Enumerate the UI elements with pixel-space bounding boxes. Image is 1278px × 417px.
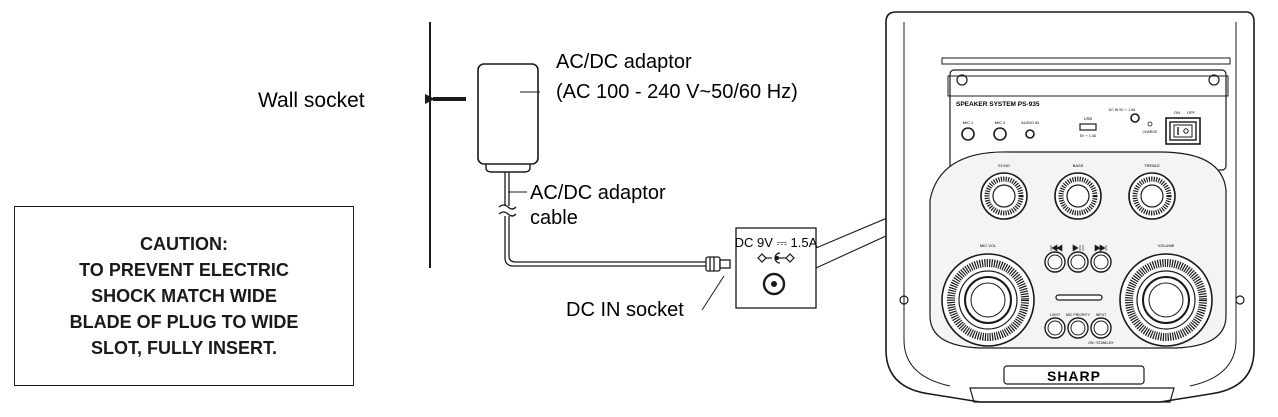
cable-label-line2: cable bbox=[530, 207, 578, 229]
caution-line: SLOT, FULLY INSERT. bbox=[90, 338, 278, 358]
usb-label: USB bbox=[1084, 116, 1093, 121]
treble-label: TREBLE bbox=[1144, 163, 1160, 168]
dc-in-jack bbox=[1130, 113, 1140, 123]
power-switch bbox=[1165, 117, 1201, 145]
caution-line: TO PREVENT ELECTRIC bbox=[79, 260, 289, 280]
dc-in-detail-panel: DC 9V ⎓ 1.5A bbox=[735, 227, 818, 309]
center-slot bbox=[1055, 294, 1103, 301]
previous-track-icon bbox=[1044, 244, 1066, 273]
mic2-jack bbox=[993, 127, 1007, 141]
bass-label: BASS bbox=[1073, 163, 1084, 168]
mic-vol-knob bbox=[941, 253, 1035, 347]
adaptor-cable bbox=[498, 172, 706, 267]
polarity-icon bbox=[757, 252, 795, 264]
sharp-logo: SHARP bbox=[1047, 368, 1101, 384]
input-label: INPUT bbox=[1096, 313, 1107, 317]
wall-socket-label: Wall socket bbox=[258, 89, 365, 112]
caution-title: CAUTION: bbox=[140, 234, 228, 254]
light-button bbox=[1044, 317, 1066, 339]
usb-port bbox=[1079, 123, 1097, 131]
on-standby-label: ON / STAND-BY bbox=[1088, 341, 1114, 345]
light-label: LIGHT bbox=[1050, 313, 1061, 317]
mic1-jack bbox=[961, 127, 975, 141]
play-pause-icon bbox=[1067, 244, 1089, 273]
charge-indicator bbox=[1147, 121, 1153, 127]
echo-label: ECHO bbox=[998, 163, 1010, 168]
bass-knob bbox=[1054, 172, 1102, 220]
echo-knob bbox=[980, 172, 1028, 220]
mic-vol-label: MIC VOL bbox=[980, 243, 997, 248]
speaker-unit: SPEAKER SYSTEM PS-935 MIC 1 MIC 2 AUDIO … bbox=[885, 11, 1255, 403]
caution-box: CAUTION: TO PREVENT ELECTRIC SHOCK MATCH… bbox=[14, 206, 354, 386]
dc-in-panel-label: DC IN 9V ⎓ 1.5A bbox=[1109, 108, 1136, 112]
adaptor-label-line2: (AC 100 - 240 V~50/60 Hz) bbox=[556, 81, 798, 103]
caution-line: SHOCK MATCH WIDE bbox=[91, 286, 277, 306]
adaptor-label-line1: AC/DC adaptor bbox=[556, 51, 692, 73]
usb-rating-label: 5V ⎓ 1.0A bbox=[1080, 134, 1097, 138]
ac-dc-adaptor bbox=[477, 63, 539, 173]
audio-in-jack bbox=[1025, 129, 1035, 139]
volume-knob bbox=[1119, 253, 1213, 347]
mic-priority-button bbox=[1067, 317, 1089, 339]
audio-in-label: AUDIO IN bbox=[1021, 120, 1039, 125]
mic1-label: MIC 1 bbox=[963, 120, 974, 125]
on-label: ON bbox=[1174, 110, 1180, 115]
mic2-label: MIC 2 bbox=[995, 120, 1006, 125]
speaker-model-label: SPEAKER SYSTEM PS-935 bbox=[956, 101, 1040, 108]
caution-line: BLADE OF PLUG TO WIDE bbox=[69, 312, 299, 332]
off-label: OFF bbox=[1187, 110, 1196, 115]
volume-label: VOLUME bbox=[1158, 243, 1175, 248]
input-button bbox=[1090, 317, 1112, 339]
mic-priority-label: MIC PRIORITY bbox=[1066, 313, 1091, 317]
next-track-icon bbox=[1090, 244, 1112, 273]
dc-plug bbox=[705, 256, 731, 272]
dc-in-socket-label: DC IN socket bbox=[566, 299, 684, 321]
cable-label-line1: AC/DC adaptor bbox=[530, 182, 666, 204]
treble-knob bbox=[1128, 172, 1176, 220]
dc-rating-label: DC 9V ⎓ 1.5A bbox=[735, 235, 818, 250]
dc-in-leader bbox=[701, 275, 725, 311]
charge-label: CHARGE bbox=[1143, 130, 1159, 134]
